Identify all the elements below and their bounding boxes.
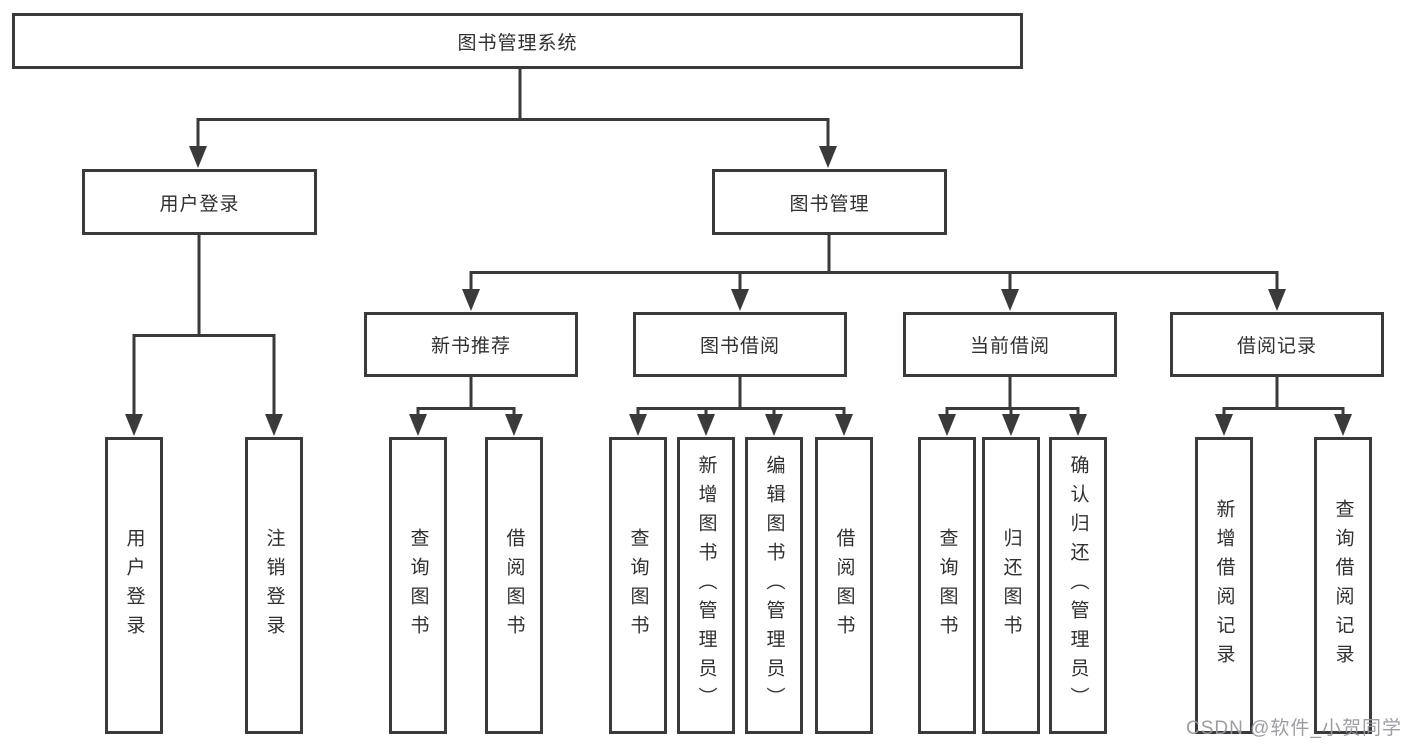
leaf-confirm-return-admin: 确认归还（管理员） xyxy=(1049,437,1107,734)
node-borrowing-records: 借阅记录 xyxy=(1170,312,1384,377)
leaf-user-login: 用户登录 xyxy=(105,437,163,734)
leaf-add-books-admin: 新增图书（管理员） xyxy=(677,437,735,734)
node-user-login: 用户登录 xyxy=(82,169,317,235)
node-book-borrowing: 图书借阅 xyxy=(633,312,847,377)
leaf-query-books-recommend: 查询图书 xyxy=(389,437,447,734)
leaf-edit-books-admin: 编辑图书（管理员） xyxy=(745,437,803,734)
node-book-management: 图书管理 xyxy=(712,169,947,235)
node-root-system: 图书管理系统 xyxy=(12,13,1023,69)
leaf-query-books-borrowing: 查询图书 xyxy=(609,437,667,734)
node-current-borrowing: 当前借阅 xyxy=(903,312,1117,377)
leaf-query-books-current: 查询图书 xyxy=(918,437,976,734)
node-new-book-recommendation: 新书推荐 xyxy=(364,312,578,377)
csdn-watermark: CSDN @软件_小贺同学 xyxy=(1186,718,1402,739)
leaf-logout: 注销登录 xyxy=(245,437,303,734)
leaf-return-books: 归还图书 xyxy=(982,437,1040,734)
leaf-query-borrow-record: 查询借阅记录 xyxy=(1314,437,1372,734)
leaf-borrow-books-borrowing: 借阅图书 xyxy=(815,437,873,734)
leaf-borrow-books-recommend: 借阅图书 xyxy=(485,437,543,734)
leaf-add-borrow-record: 新增借阅记录 xyxy=(1195,437,1253,734)
